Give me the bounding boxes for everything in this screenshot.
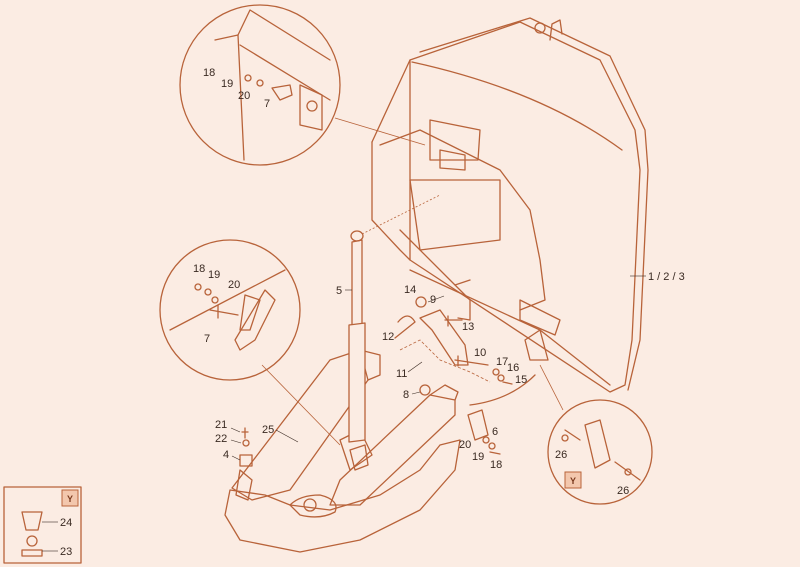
label-12: 12 bbox=[382, 331, 394, 343]
label-10: 10 bbox=[474, 347, 486, 359]
y-badge-legend bbox=[61, 489, 79, 507]
label-25: 25 bbox=[262, 424, 274, 436]
part-24-shape bbox=[21, 511, 43, 531]
label-19a: 19 bbox=[221, 78, 233, 90]
label-17: 17 bbox=[496, 356, 508, 368]
label-11: 11 bbox=[396, 368, 407, 380]
y-badge-main bbox=[564, 471, 582, 489]
label-19c: 19 bbox=[472, 451, 484, 463]
label-7b: 7 bbox=[204, 333, 210, 345]
label-24: 24 bbox=[60, 517, 72, 529]
label-14: 14 bbox=[404, 284, 416, 296]
label-1-2-3: 1 / 2 / 3 bbox=[648, 271, 685, 283]
label-16: 16 bbox=[507, 362, 519, 374]
label-13: 13 bbox=[462, 321, 474, 333]
label-8: 8 bbox=[403, 389, 409, 401]
label-21: 21 bbox=[215, 419, 227, 431]
label-26b: 26 bbox=[617, 485, 629, 497]
detail-circle-bottom: 26 26 Y bbox=[539, 364, 653, 505]
label-9: 9 bbox=[430, 294, 436, 306]
label-15: 15 bbox=[515, 374, 527, 386]
label-20c: 20 bbox=[459, 439, 471, 451]
detail-circle-top: 18 19 20 7 bbox=[179, 4, 426, 166]
part-23-shape bbox=[21, 549, 43, 557]
label-20b: 20 bbox=[228, 279, 240, 291]
label-22: 22 bbox=[215, 433, 227, 445]
label-4: 4 bbox=[223, 449, 229, 461]
label-18c: 18 bbox=[490, 459, 502, 471]
hydraulic-cylinder: 5 bbox=[336, 194, 441, 443]
y-badge-main-text: Y bbox=[570, 476, 576, 486]
y-badge-legend-text: Y bbox=[67, 494, 73, 504]
label-20a: 20 bbox=[238, 90, 250, 102]
label-18b: 18 bbox=[193, 263, 205, 275]
label-23: 23 bbox=[60, 546, 72, 558]
label-18a: 18 bbox=[203, 67, 215, 79]
label-5: 5 bbox=[336, 285, 342, 297]
blade-assembly: 1 / 2 / 3 bbox=[371, 17, 685, 393]
label-26a: 26 bbox=[555, 449, 567, 461]
detail-circle-middle: 18 19 20 7 bbox=[159, 239, 341, 446]
frame-assembly: 25 bbox=[224, 349, 461, 553]
label-19b: 19 bbox=[208, 269, 220, 281]
label-6: 6 bbox=[492, 426, 498, 438]
legend-box: Y 24 23 bbox=[3, 486, 82, 564]
loose-parts: 14 9 13 12 11 10 17 16 15 8 6 bbox=[215, 284, 536, 471]
label-7a: 7 bbox=[264, 98, 270, 110]
